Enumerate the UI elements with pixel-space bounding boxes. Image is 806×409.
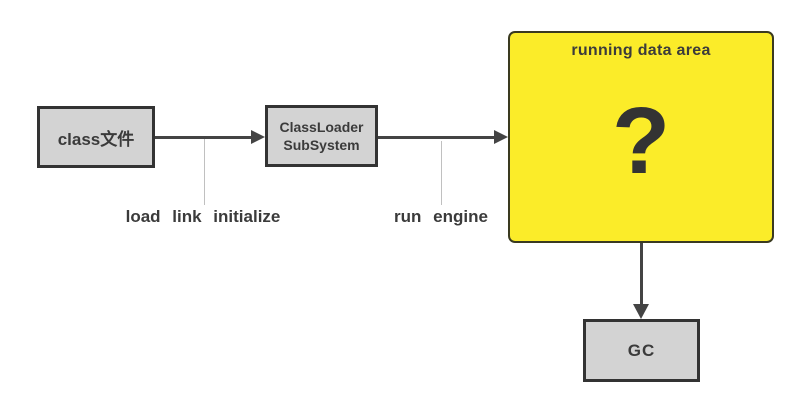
gc-label: GC <box>627 340 656 360</box>
arrow-runningarea-to-gc-line <box>640 243 643 305</box>
classloader-subsystem-node: ClassLoader SubSystem <box>265 105 378 167</box>
class-file-label: class文件 <box>57 129 135 149</box>
tick-line-load-link-initialize <box>204 139 205 205</box>
question-mark: ? <box>611 88 671 194</box>
class-file-node: class文件 <box>37 106 155 168</box>
edge-label-run-engine: run engine <box>394 207 488 226</box>
edge-label-load-link-initialize: load link initialize <box>125 207 281 226</box>
arrowhead-down-icon <box>633 304 649 319</box>
gc-node: GC <box>583 319 700 382</box>
classloader-label-line1: ClassLoader <box>279 119 364 135</box>
tick-line-run-engine <box>441 141 442 205</box>
arrow-classloader-to-runningarea-line <box>378 136 495 139</box>
arrowhead-right-icon <box>494 130 508 144</box>
arrow-classfile-to-classloader-line <box>155 136 252 139</box>
running-data-area-title: running data area <box>571 42 711 59</box>
arrowhead-right-icon <box>251 130 265 144</box>
classloader-label-line2: SubSystem <box>283 137 360 153</box>
running-data-area-node: running data area ? <box>508 31 774 243</box>
